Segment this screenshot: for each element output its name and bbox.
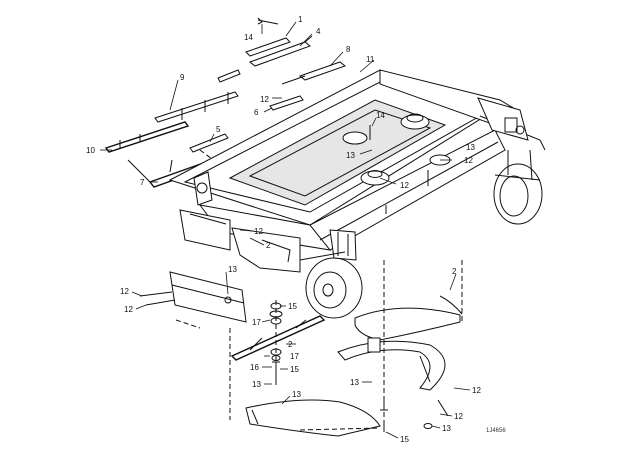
callout-12: 12 xyxy=(464,156,473,165)
callout-9: 9 xyxy=(180,73,185,82)
front-caster-wheel xyxy=(299,229,363,319)
callout-7: 7 xyxy=(140,178,145,187)
callout-13: 13 xyxy=(466,143,475,152)
discharge-baffles xyxy=(229,260,463,437)
callout-15: 15 xyxy=(400,435,409,444)
callout-17: 17 xyxy=(252,318,261,327)
right-caster-wheel xyxy=(477,97,543,225)
callout-6: 6 xyxy=(254,108,259,117)
mower-deck-frame xyxy=(168,69,546,273)
callout-4: 4 xyxy=(316,27,321,36)
callout-12: 12 xyxy=(254,227,263,236)
callout-13: 13 xyxy=(350,378,359,387)
callout-2: 2 xyxy=(266,241,271,250)
callout-1: 1 xyxy=(298,15,303,24)
callout-12: 12 xyxy=(400,181,409,190)
figure-id: 1J4656 xyxy=(486,428,506,434)
callout-13: 13 xyxy=(346,151,355,160)
callout-2: 2 xyxy=(452,267,457,276)
callout-12: 12 xyxy=(454,412,463,421)
callout-labels: 1 4 8 11 14 9 5 10 7 12 6 14 13 13 12 12… xyxy=(86,15,506,444)
baffle-plate xyxy=(139,271,247,329)
callout-14: 14 xyxy=(376,111,385,120)
callout-13: 13 xyxy=(252,380,261,389)
leader-lines xyxy=(100,21,471,439)
lower-blade-hardware xyxy=(230,300,326,386)
callout-12: 12 xyxy=(124,305,133,314)
callout-14: 14 xyxy=(244,33,253,42)
callout-12: 12 xyxy=(260,95,269,104)
callout-13: 13 xyxy=(228,265,237,274)
callout-10: 10 xyxy=(86,146,95,155)
callout-8: 8 xyxy=(346,45,351,54)
callout-12: 12 xyxy=(472,386,481,395)
callout-15: 15 xyxy=(290,365,299,374)
callout-15: 15 xyxy=(288,302,297,311)
callout-17: 17 xyxy=(290,352,299,361)
callout-2: 2 xyxy=(288,340,293,349)
callout-11: 11 xyxy=(366,55,375,64)
callout-16: 16 xyxy=(250,363,259,372)
callout-5: 5 xyxy=(216,125,221,134)
callout-13: 13 xyxy=(292,390,301,399)
callout-12: 12 xyxy=(120,287,129,296)
callout-13: 13 xyxy=(442,424,451,433)
